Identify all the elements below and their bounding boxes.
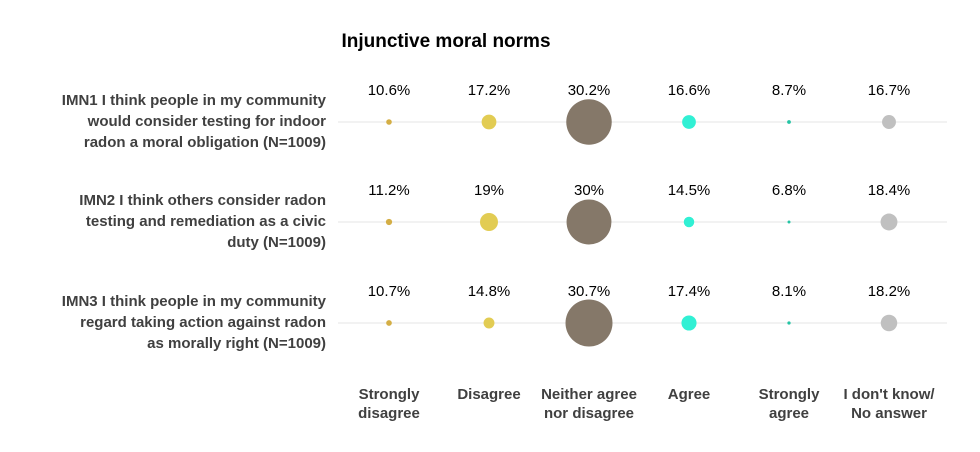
value-label: 10.7% (368, 283, 411, 300)
category-label: disagree (358, 405, 420, 422)
value-label: 30.2% (568, 82, 611, 99)
category-label: Strongly (359, 386, 420, 403)
value-label: 14.5% (668, 182, 711, 199)
value-label: 18.4% (868, 182, 911, 199)
row-label: duty (N=1009) (227, 234, 326, 251)
row-label: as morally right (N=1009) (147, 335, 326, 352)
value-labels: 10.6% 17.2% 30.2% 16.6% 8.7% 16.7% 11.2% 19% 30%… (368, 82, 911, 300)
bubble (386, 320, 392, 326)
bubble (385, 218, 393, 226)
category-label: Disagree (457, 386, 520, 403)
category-label: Agree (668, 386, 711, 403)
row-label: IMN3 I think people in my community (62, 293, 327, 310)
bubble (566, 99, 612, 145)
bubble (565, 299, 613, 347)
bubble (681, 315, 697, 331)
row-labels: IMN1 I think people in my community would… (62, 92, 327, 352)
bubble (787, 321, 791, 325)
value-label: 30% (574, 182, 604, 199)
value-label: 6.8% (772, 182, 806, 199)
category-label: No answer (851, 405, 927, 422)
bubble (882, 115, 896, 129)
category-labels: Strongly disagree Disagree Neither agree nor… (358, 386, 935, 422)
value-label: 17.4% (668, 283, 711, 300)
bubble (682, 115, 696, 129)
value-label: 16.7% (868, 82, 911, 99)
bubble (483, 317, 495, 329)
value-label: 11.2% (368, 182, 409, 199)
value-label: 14.8% (468, 283, 511, 300)
bubble (481, 114, 497, 130)
bubble (787, 120, 791, 124)
value-label: 10.6% (368, 82, 411, 99)
bubble (880, 213, 898, 231)
value-label: 8.7% (772, 82, 806, 99)
bubble (566, 199, 612, 245)
row-label: testing and remediation as a civic (86, 213, 326, 230)
category-label: I don't know/ (843, 386, 935, 403)
chart-title: Injunctive moral norms (341, 31, 550, 52)
row-label: IMN1 I think people in my community (62, 92, 327, 109)
value-label: 16.6% (668, 82, 711, 99)
bubbles (385, 99, 898, 347)
category-label: agree (769, 405, 809, 422)
row-label: IMN2 I think others consider radon (79, 192, 326, 209)
bubble (683, 216, 695, 228)
category-label: nor disagree (544, 405, 634, 422)
value-label: 19% (474, 182, 504, 199)
value-label: 18.2% (868, 283, 911, 300)
bubble (480, 213, 498, 231)
row-label: radon a moral obligation (N=1009) (84, 134, 326, 151)
bubble (386, 119, 392, 125)
category-label: Strongly (759, 386, 820, 403)
category-label: Neither agree (541, 386, 637, 403)
value-label: 17.2% (468, 82, 511, 99)
value-label: 8.1% (772, 283, 806, 300)
row-label: regard taking action against radon (80, 314, 326, 331)
row-label: would consider testing for indoor (87, 113, 326, 130)
bubble (880, 314, 898, 332)
bubble (787, 220, 791, 224)
gridlines (338, 121, 947, 324)
value-label: 30.7% (568, 283, 611, 300)
